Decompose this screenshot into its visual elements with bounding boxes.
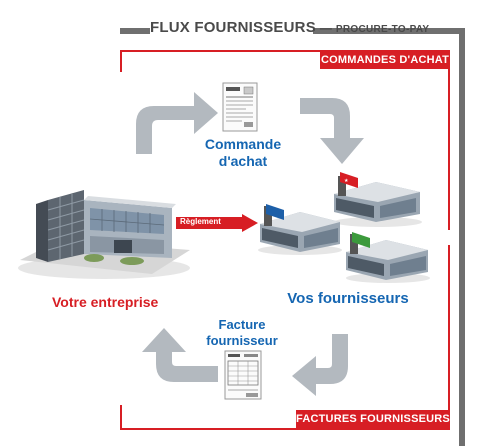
red-frame-right-upper [448,50,450,230]
node-label-purchase-order: Commande d'achat [204,136,282,169]
payment-arrow-label: Règlement [180,217,221,226]
diagram-title: FLUX FOURNISSEURS [150,19,316,36]
frame-right-bar [459,28,465,446]
red-frame-top [120,50,450,52]
frame-top-left-bar [120,28,150,34]
red-frame-right-lower [448,245,450,415]
arrow-up-right-icon [136,92,218,154]
title-dash: — [319,21,332,35]
node-label-company: Votre entreprise [52,294,159,310]
node-label-supplier-invoice: Facture fournisseur [206,317,278,348]
node-label-suppliers: Vos fournisseurs [287,290,409,307]
header: FLUX FOURNISSEURS—PROCURE-TO-PAY [150,19,429,41]
red-frame-left-top [120,50,122,72]
section-label-purchase-orders: COMMANDES D'ACHAT [320,51,450,69]
arrow-up-left-icon [142,328,218,382]
supplier-store-top-icon: ★ [334,172,422,227]
svg-text:★: ★ [344,178,349,184]
company-building-icon [18,190,190,279]
section-label-supplier-invoices: FACTURES FOURNISSEURS [296,410,450,428]
purchase-order-document-icon [222,82,258,132]
payment-arrow-icon [176,214,258,232]
red-frame-bottom [120,428,450,430]
supplier-store-left-icon [258,204,342,255]
supplier-store-bottom-icon [346,232,430,283]
frame-top-right-bar [313,28,465,34]
red-frame-left-bottom [120,405,122,429]
arrow-down-left-icon [292,334,348,396]
supplier-invoice-document-icon [224,350,262,400]
diagram-subtitle: PROCURE-TO-PAY [335,24,430,35]
arrow-down-right-icon [300,98,364,164]
